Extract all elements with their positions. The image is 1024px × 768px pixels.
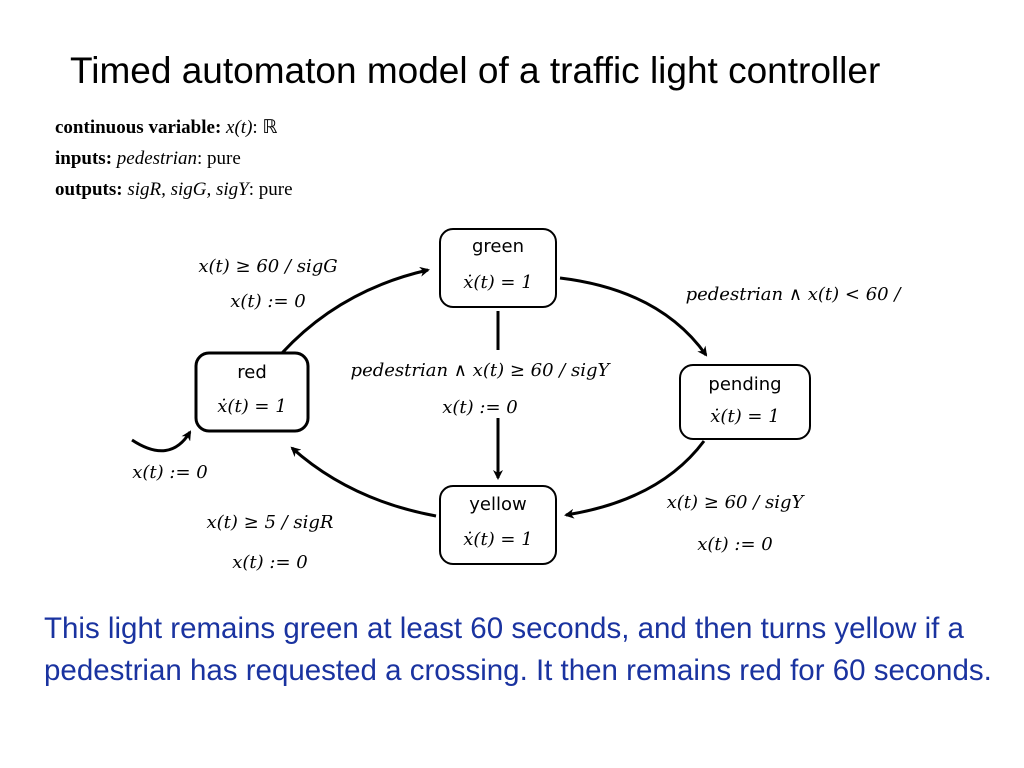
outputs-keyword: outputs: <box>55 179 123 200</box>
transition-red-to-green <box>280 266 430 355</box>
state-red-box <box>194 351 310 433</box>
state-pending: pending ẋ(t) = 1 <box>679 364 811 440</box>
transition-pending-to-yellow-guard: x(t) ≥ 60 / sigY <box>667 492 806 513</box>
state-green: green ẋ(t) = 1 <box>439 228 557 308</box>
inputs-line: inputs: pedestrian: pure <box>55 143 293 174</box>
inputs-keyword: inputs: <box>55 148 113 169</box>
transition-yellow-to-red <box>290 446 437 518</box>
automaton-diagram: green ẋ(t) = 1 red ẋ(t) = 1 pending ẋ(t)… <box>131 228 903 573</box>
state-pending-box <box>679 364 811 440</box>
state-pending-name: pending <box>708 374 781 395</box>
transition-green-to-pending <box>559 276 708 357</box>
state-red-dynamics: ẋ(t) = 1 <box>217 396 286 417</box>
transition-pending-to-yellow <box>564 440 706 519</box>
outputs-variables: sigR, sigG, sigY <box>127 179 249 200</box>
state-green-name: green <box>472 236 524 257</box>
continuous-variable-line: continuous variable: x(t): ℝ <box>55 112 293 143</box>
state-red: red ẋ(t) = 1 <box>194 351 310 433</box>
outputs-type: : pure <box>248 179 293 200</box>
page-title: Timed automaton model of a traffic light… <box>70 50 881 91</box>
transition-green-to-pending-guard: pedestrian ∧ x(t) < 60 / <box>686 284 903 305</box>
continuous-variable: x(t) <box>226 117 253 138</box>
state-green-dynamics: ẋ(t) = 1 <box>463 272 532 293</box>
transition-red-to-green-guard: x(t) ≥ 60 / sigG <box>198 256 337 277</box>
initial-transition-arrow <box>131 430 192 453</box>
state-yellow-name: yellow <box>469 494 526 515</box>
state-pending-dynamics: ẋ(t) = 1 <box>710 406 779 427</box>
transition-green-to-yellow-guard: pedestrian ∧ x(t) ≥ 60 / sigY <box>351 360 612 381</box>
declarations: continuous variable: x(t): ℝ inputs: ped… <box>55 112 293 205</box>
inputs-type: : pure <box>197 148 241 169</box>
transition-red-to-green-action: x(t) := 0 <box>230 291 305 312</box>
transition-yellow-to-red-guard: x(t) ≥ 5 / sigR <box>207 512 334 533</box>
caption: This light remains green at least 60 sec… <box>44 612 992 687</box>
transition-yellow-to-red-action: x(t) := 0 <box>232 552 307 573</box>
transition-green-to-yellow-action: x(t) := 0 <box>442 397 517 418</box>
state-yellow-dynamics: ẋ(t) = 1 <box>463 529 532 550</box>
continuous-type: : ℝ <box>252 117 278 138</box>
state-yellow: yellow ẋ(t) = 1 <box>439 485 557 565</box>
state-yellow-box <box>439 485 557 565</box>
state-green-box <box>439 228 557 308</box>
state-red-name: red <box>237 362 267 383</box>
outputs-line: outputs: sigR, sigG, sigY: pure <box>55 174 293 205</box>
transition-pending-to-yellow-action: x(t) := 0 <box>697 534 772 555</box>
continuous-keyword: continuous variable: <box>55 117 222 138</box>
initial-transition-action: x(t) := 0 <box>132 462 207 483</box>
inputs-variable: pedestrian <box>116 148 197 169</box>
